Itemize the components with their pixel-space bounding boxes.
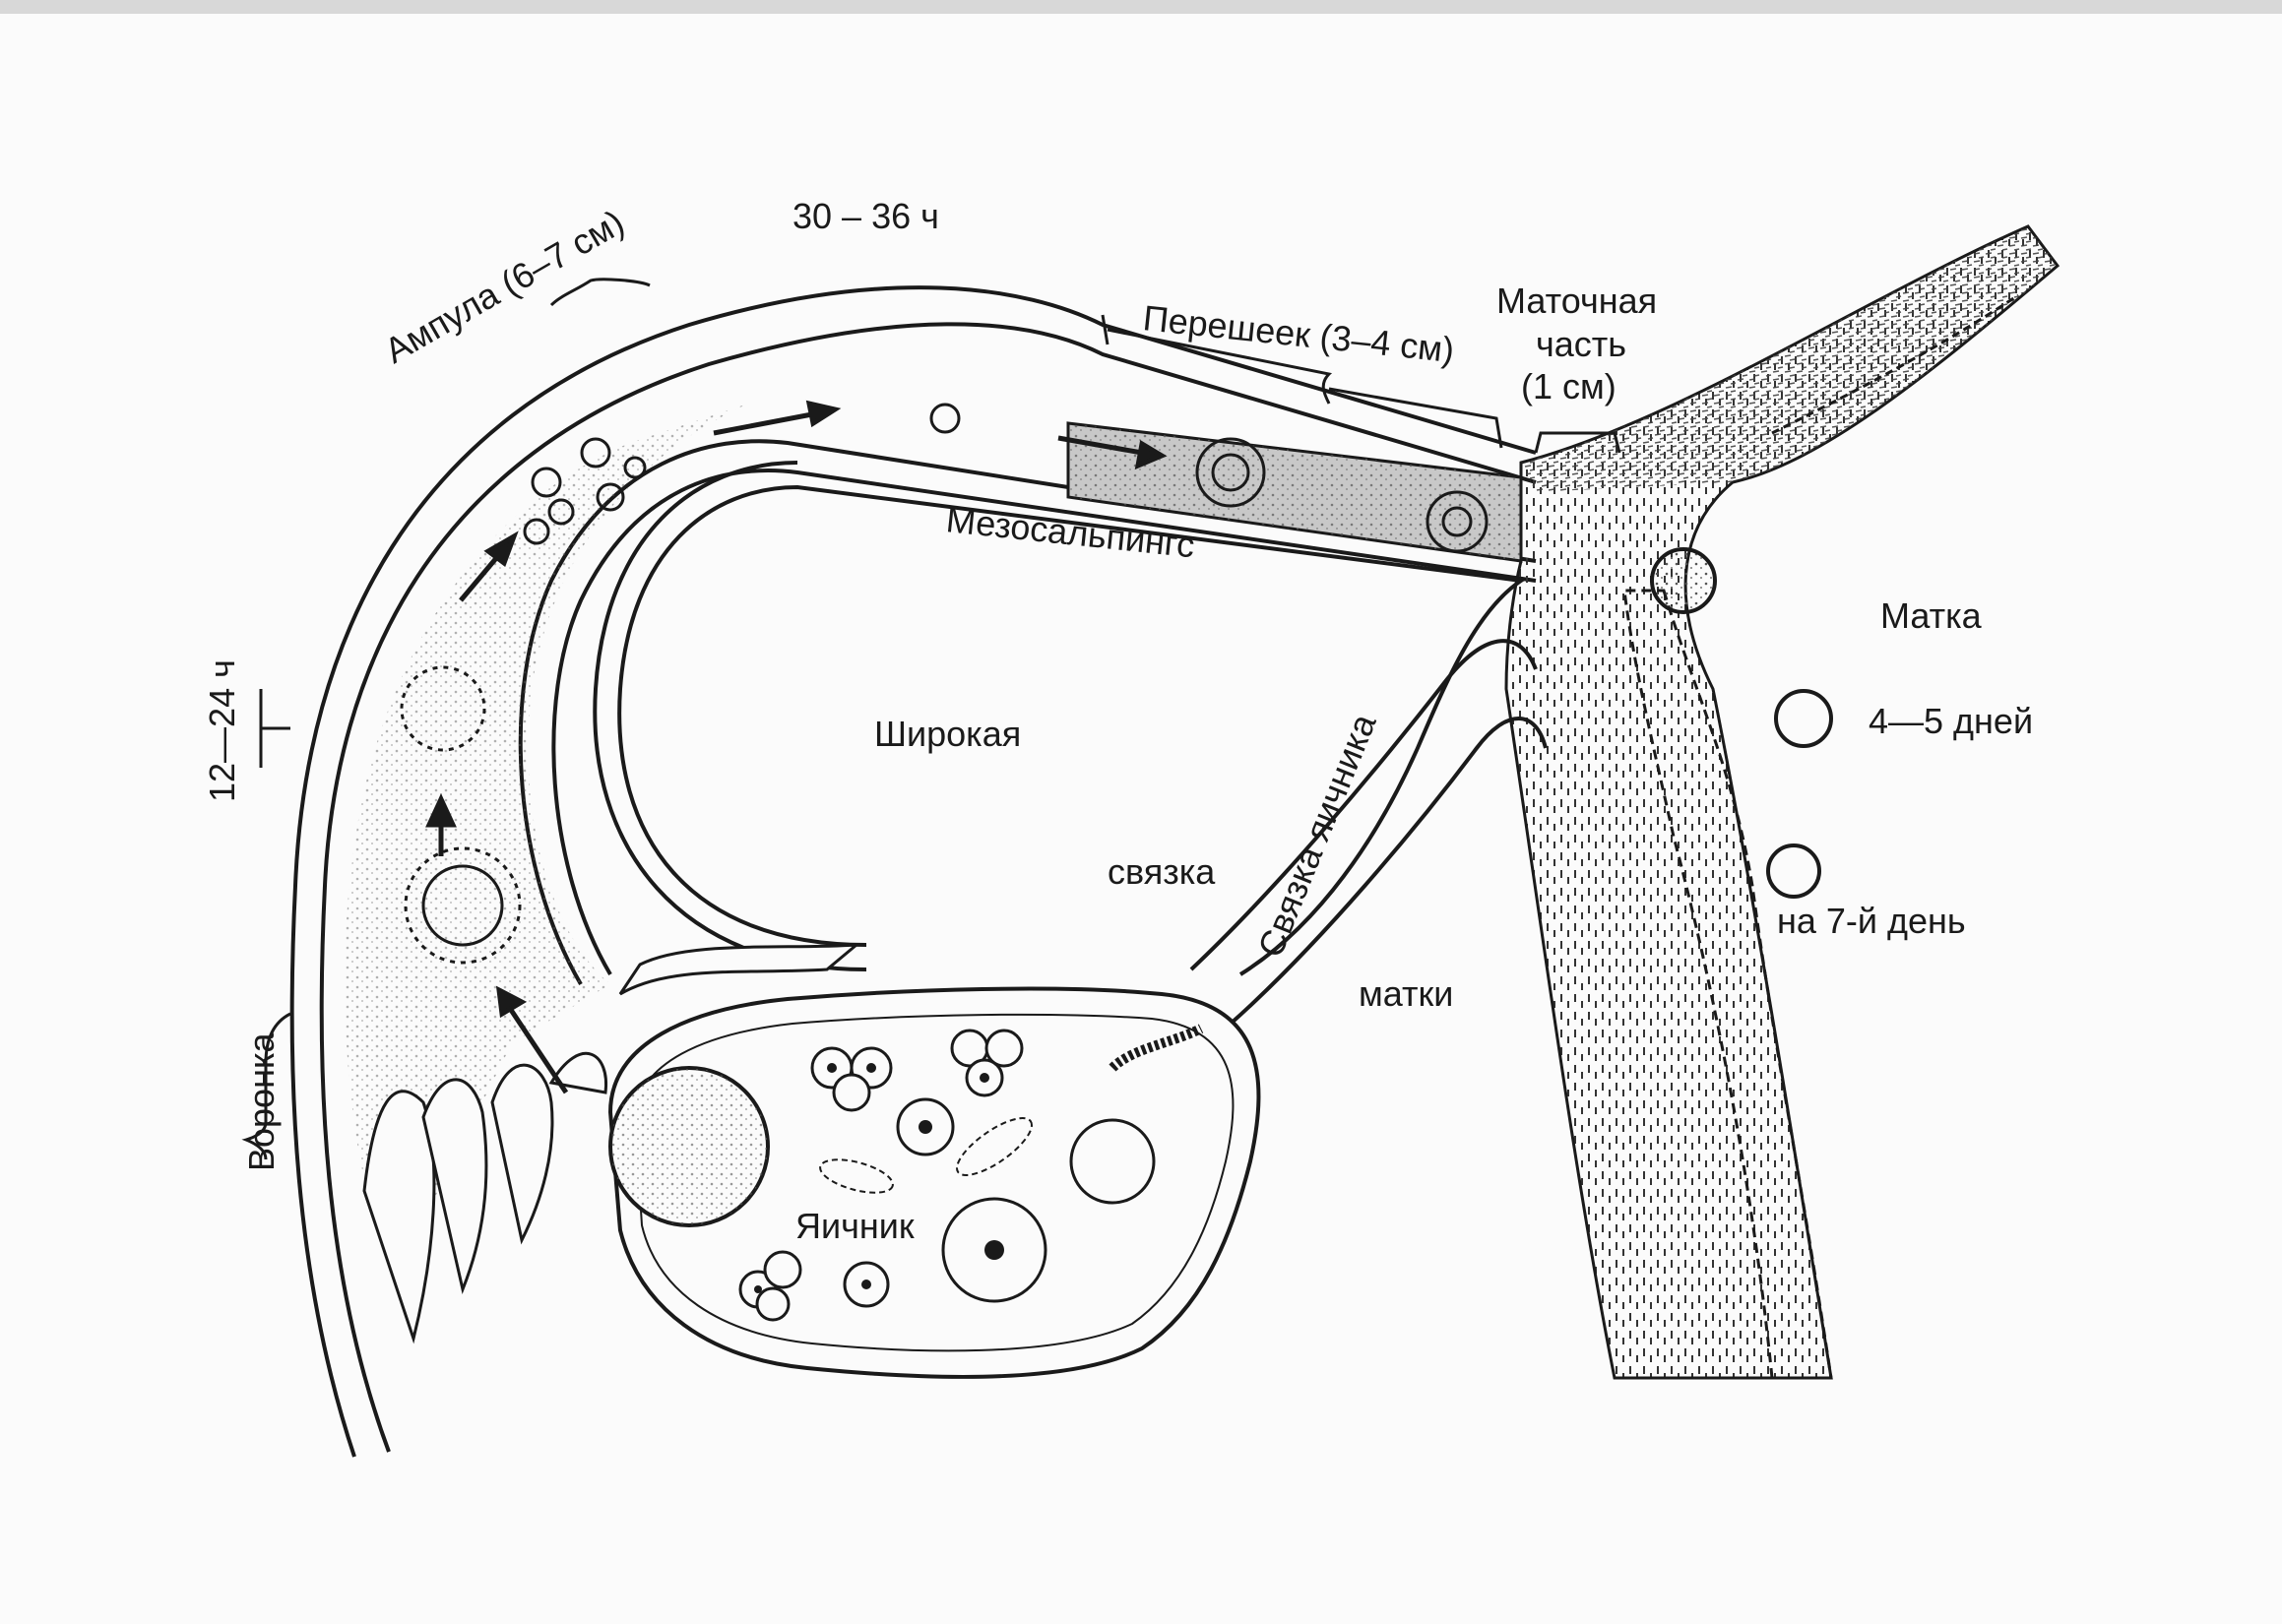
- uterine-part-label-2: часть: [1536, 324, 1626, 364]
- transport-arrows: [425, 400, 1168, 1094]
- blastocysts: [1650, 547, 1833, 899]
- tube-lumen-stipple: [345, 404, 748, 1280]
- embryo-stages: [400, 403, 1489, 965]
- uterine-part-label-1: Маточная: [1496, 281, 1657, 321]
- funnel-label: Воронка: [241, 1032, 282, 1171]
- uterus-wall: [1504, 224, 2060, 1380]
- ovarian-ligament-band: [1189, 639, 1548, 1026]
- broad-ligament-label-3: матки: [1359, 973, 1453, 1014]
- ampulla-label: Ампула (6–7 см): [378, 202, 631, 371]
- broad-ligament-label-2: связка: [1108, 851, 1216, 892]
- scan-edge: [0, 0, 2282, 14]
- broad-ligament: [593, 461, 1527, 976]
- uterine-part-label-3: (1 см): [1521, 366, 1616, 406]
- broad-ligament-label-1: Широкая: [874, 714, 1021, 754]
- day-4-5-label: 4—5 дней: [1869, 701, 2033, 741]
- funnel-time-label: 12—24 ч: [202, 659, 242, 802]
- ovary-label: Яичник: [795, 1206, 915, 1246]
- isthmus-label: Перешеек (3–4 см): [1141, 297, 1456, 370]
- ovary: [607, 986, 1261, 1379]
- ovarian-ligament-label: Связка яичника: [1249, 708, 1384, 963]
- uterus-label: Матка: [1880, 595, 1983, 636]
- ampulla-time-label: 30 – 36 ч: [792, 196, 939, 236]
- day-7-label: на 7-й день: [1777, 901, 1966, 941]
- segment-brackets: [241, 278, 1621, 1160]
- fimbriae: [362, 943, 861, 1344]
